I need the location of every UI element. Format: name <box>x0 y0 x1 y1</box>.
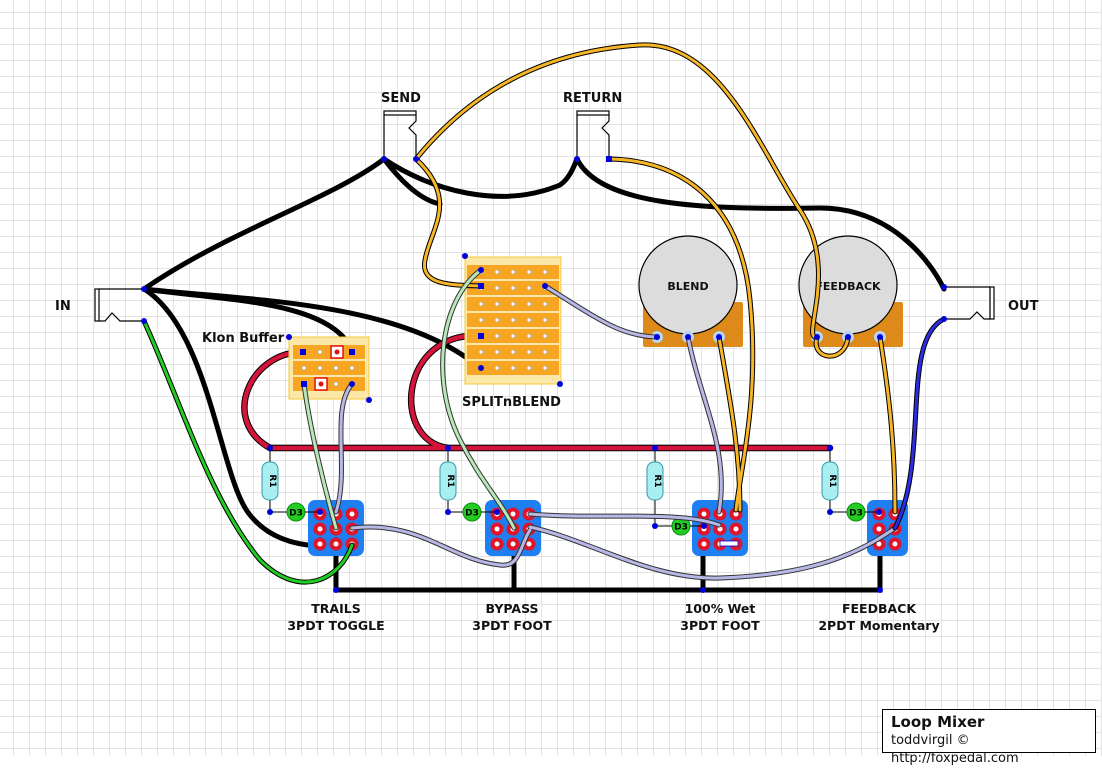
resistor-r1[interactable]: R1 <box>646 445 681 529</box>
switch-feedback-name: FEEDBACK <box>842 601 917 616</box>
wire-out-feedback <box>893 317 946 530</box>
switch-feedback-type: 2PDT Momentary <box>818 618 939 633</box>
return-jack-label: RETURN <box>563 91 622 106</box>
led-d3[interactable]: D3 <box>286 502 306 522</box>
resistor-label: R1 <box>652 474 662 487</box>
diagram-title: Loop Mixer <box>891 713 985 731</box>
led-label: D3 <box>674 523 688 533</box>
resistor-label: R1 <box>267 474 277 487</box>
klon-buffer-label: Klon Buffer <box>202 331 285 346</box>
wire-split-blend <box>543 284 659 339</box>
wire-feedback-jumper <box>814 335 850 358</box>
wire-power-split <box>408 333 484 451</box>
resistor-label: R1 <box>445 474 455 487</box>
wire-send-feedback <box>414 43 820 339</box>
wire-bypass-feedback <box>528 525 897 580</box>
blend-pot-label: BLEND <box>667 280 708 293</box>
switch-bypass-type: 3PDT FOOT <box>472 618 552 633</box>
wire-trails-bypass <box>350 525 532 567</box>
switch-labels: TRAILS 3PDT TOGGLE BYPASS 3PDT FOOT 100%… <box>287 601 939 633</box>
out-jack[interactable] <box>944 286 995 320</box>
wire-return-wet <box>607 157 755 512</box>
klon-buffer-board[interactable] <box>286 334 372 403</box>
connection-nodes <box>141 156 947 593</box>
send-jack[interactable] <box>383 110 417 159</box>
led-d3[interactable]: D3 <box>846 502 866 522</box>
in-jack[interactable] <box>94 288 144 322</box>
blend-pot[interactable]: BLEND <box>638 235 743 347</box>
splitnblend-label: SPLITnBLEND <box>462 395 561 410</box>
wire-send-sleeve <box>381 156 443 207</box>
wire-klon-trails <box>334 382 354 514</box>
wire-power-klon <box>242 349 306 451</box>
wire-send-split <box>414 157 483 288</box>
switch-trails-type: 3PDT TOGGLE <box>287 618 384 633</box>
led-label: D3 <box>849 509 863 519</box>
led-label: D3 <box>289 509 303 519</box>
feedback-pot-label: FEEDBACK <box>815 280 881 293</box>
out-jack-label: OUT <box>1008 299 1039 314</box>
switch-trails-name: TRAILS <box>311 601 360 616</box>
switch-feedback[interactable] <box>865 500 908 556</box>
wire-in-send-tip <box>141 156 387 292</box>
led-d3[interactable]: D3 <box>462 502 482 522</box>
switch-bypass-name: BYPASS <box>485 601 538 616</box>
wire-in-trails <box>141 286 321 549</box>
wire-blend-wet-2 <box>686 335 723 514</box>
return-jack[interactable] <box>576 110 610 159</box>
wire-blend-wet <box>717 335 742 512</box>
wire-split-bypass <box>441 268 516 530</box>
wire-in-trails-green <box>142 319 354 584</box>
resistor-r1[interactable]: R1 <box>261 445 296 515</box>
send-jack-label: SEND <box>381 91 421 106</box>
led-label: D3 <box>465 509 479 519</box>
signal-wires <box>141 42 947 585</box>
wire-bypass-wet <box>528 512 721 527</box>
splitnblend-board[interactable] <box>462 253 563 387</box>
title-block: Loop Mixer toddvirgil © http://foxpedal.… <box>882 709 1096 766</box>
switch-wet-name: 100% Wet <box>685 601 756 616</box>
wire-feedback-switch <box>878 335 897 514</box>
wire-send-return <box>381 156 580 199</box>
resistor-r1[interactable]: R1 <box>821 445 856 515</box>
in-jack-label: IN <box>55 299 71 314</box>
switch-wet-type: 3PDT FOOT <box>680 618 760 633</box>
resistor-label: R1 <box>827 474 837 487</box>
diagram-credit: toddvirgil © http://foxpedal.com <box>891 733 1019 766</box>
wire-klon-trails-2 <box>302 382 338 530</box>
